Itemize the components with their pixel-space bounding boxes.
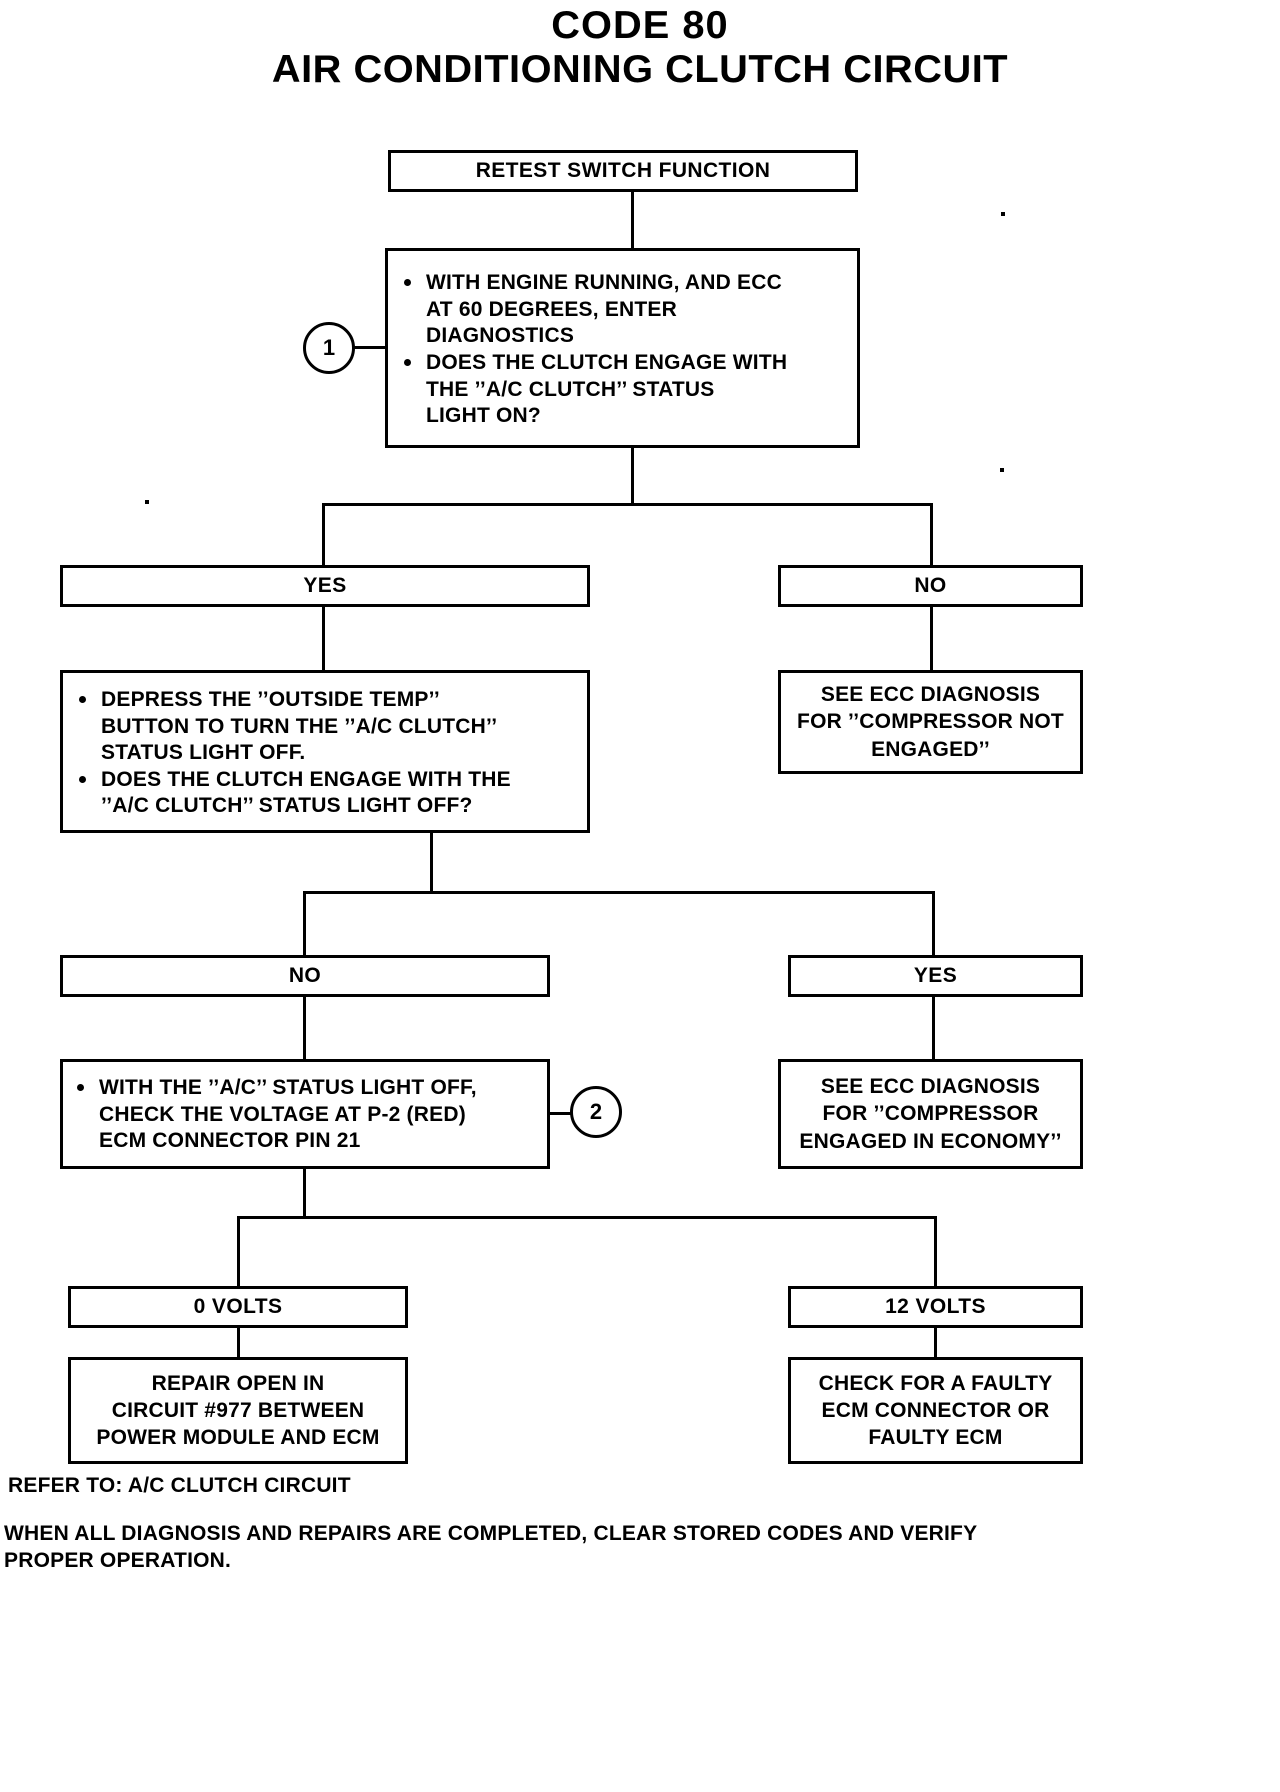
node-step1-question: WITH ENGINE RUNNING, AND ECC AT 60 DEGRE…	[385, 248, 860, 448]
node-see-ecc-compressor-engaged-economy: SEE ECC DIAGNOSIS FOR ’’COMPRESSOR ENGAG…	[778, 1059, 1083, 1169]
branch-label-no-2: NO	[60, 955, 550, 997]
scan-speck-3	[1000, 468, 1004, 472]
node-see-ecc-not-engaged-line3: ENGAGED’’	[871, 737, 990, 761]
branch-label-yes-1-text: YES	[303, 573, 347, 597]
branch-label-no-1: NO	[778, 565, 1083, 607]
node-step3-bullet-list: WITH THE ’’A/C’’ STATUS LIGHT OFF, CHECK…	[69, 1075, 541, 1155]
node-repair-open-line2: CIRCUIT #977 BETWEEN	[111, 1398, 365, 1422]
connector-yes2-down	[932, 997, 935, 1059]
branch-label-12-volts-text: 12 VOLTS	[885, 1294, 986, 1318]
branch-label-yes-2: YES	[788, 955, 1083, 997]
branch-label-no-1-text: NO	[914, 573, 947, 597]
node-see-ecc-economy-line3: ENGAGED IN ECONOMY’’	[799, 1129, 1062, 1153]
connector-start-to-step1	[631, 192, 634, 248]
connector-split2-horizontal	[303, 891, 935, 894]
node-check-faulty-line1: CHECK FOR A FAULTY	[818, 1371, 1053, 1395]
node-repair-open-line3: POWER MODULE AND ECM	[96, 1426, 380, 1450]
connector-step1-down	[631, 448, 634, 505]
branch-label-yes-1: YES	[60, 565, 590, 607]
node-step1-bullet-list: WITH ENGINE RUNNING, AND ECC AT 60 DEGRE…	[396, 270, 847, 430]
node-step3-bullet-1: WITH THE ’’A/C’’ STATUS LIGHT OFF, CHECK…	[69, 1075, 541, 1155]
scan-speck-2	[145, 500, 149, 504]
footer-refer-to: REFER TO: A/C CLUTCH CIRCUIT	[8, 1474, 351, 1497]
node-check-faulty-line2: ECM CONNECTOR OR	[821, 1398, 1050, 1422]
node-step2-bullet-list: DEPRESS THE ’’OUTSIDE TEMP’’ BUTTON TO T…	[71, 687, 579, 820]
node-step2-bullet-2: DOES THE CLUTCH ENGAGE WITH THE ’’A/C CL…	[71, 767, 579, 820]
step-marker-1: 1	[303, 322, 355, 374]
node-see-ecc-not-engaged-line2: FOR ’’COMPRESSOR NOT	[797, 710, 1064, 734]
node-see-ecc-economy-line1: SEE ECC DIAGNOSIS	[820, 1075, 1041, 1099]
node-retest-switch-function: RETEST SWITCH FUNCTION	[388, 150, 858, 192]
connector-yes1-down	[322, 607, 325, 670]
branch-label-12-volts: 12 VOLTS	[788, 1286, 1083, 1328]
connector-split3-left-drop	[237, 1216, 240, 1288]
branch-label-no-2-text: NO	[288, 963, 322, 987]
step-marker-1-label: 1	[322, 335, 336, 360]
node-check-faulty-line3: FAULTY ECM	[868, 1426, 1003, 1450]
branch-label-yes-2-text: YES	[913, 963, 958, 987]
node-repair-open-line1: REPAIR OPEN IN	[151, 1371, 325, 1395]
node-step1-bullet-1: WITH ENGINE RUNNING, AND ECC AT 60 DEGRE…	[396, 270, 847, 350]
step-marker-2: 2	[570, 1086, 622, 1138]
footer-note-line1: WHEN ALL DIAGNOSIS AND REPAIRS ARE COMPL…	[4, 1522, 978, 1545]
node-step2-question: DEPRESS THE ’’OUTSIDE TEMP’’ BUTTON TO T…	[60, 670, 590, 833]
footer-note-line2: PROPER OPERATION.	[4, 1549, 232, 1573]
node-check-faulty-ecm: CHECK FOR A FAULTY ECM CONNECTOR OR FAUL…	[788, 1357, 1083, 1464]
node-retest-switch-function-label: RETEST SWITCH FUNCTION	[475, 158, 771, 182]
connector-step2-down	[430, 833, 433, 893]
connector-split3-right-drop	[934, 1216, 937, 1288]
page-title-subject: AIR CONDITIONING CLUTCH CIRCUIT	[271, 48, 1009, 91]
node-see-ecc-compressor-not-engaged: SEE ECC DIAGNOSIS FOR ’’COMPRESSOR NOT E…	[778, 670, 1083, 774]
node-step1-bullet-2: DOES THE CLUTCH ENGAGE WITH THE ’’A/C CL…	[396, 350, 847, 430]
connector-12volts-down	[934, 1328, 937, 1358]
node-step2-bullet-1: DEPRESS THE ’’OUTSIDE TEMP’’ BUTTON TO T…	[71, 687, 579, 767]
connector-split3-horizontal	[237, 1216, 937, 1219]
scan-speck-1	[1001, 212, 1005, 216]
page-title-code: CODE 80	[551, 4, 729, 47]
connector-marker1-stub	[353, 346, 387, 349]
node-see-ecc-economy-line2: FOR ’’COMPRESSOR	[822, 1102, 1039, 1126]
connector-marker2-stub	[550, 1112, 572, 1115]
connector-step3-down	[303, 1169, 306, 1218]
node-repair-open-circuit-977: REPAIR OPEN IN CIRCUIT #977 BETWEEN POWE…	[68, 1357, 408, 1464]
branch-label-0-volts-text: 0 VOLTS	[193, 1294, 283, 1318]
connector-split1-horizontal	[322, 503, 933, 506]
footer-note: WHEN ALL DIAGNOSIS AND REPAIRS ARE COMPL…	[4, 1520, 1276, 1575]
node-step3-check-voltage: WITH THE ’’A/C’’ STATUS LIGHT OFF, CHECK…	[60, 1059, 550, 1169]
node-see-ecc-not-engaged-line1: SEE ECC DIAGNOSIS	[820, 683, 1041, 707]
connector-split2-left-drop	[303, 891, 306, 957]
branch-label-0-volts: 0 VOLTS	[68, 1286, 408, 1328]
connector-split1-right-drop	[930, 503, 933, 567]
connector-0volts-down	[237, 1328, 240, 1358]
connector-no2-down	[303, 997, 306, 1059]
connector-split2-right-drop	[932, 891, 935, 957]
connector-split1-left-drop	[322, 503, 325, 567]
step-marker-2-label: 2	[589, 1099, 603, 1124]
connector-no1-down	[930, 607, 933, 670]
